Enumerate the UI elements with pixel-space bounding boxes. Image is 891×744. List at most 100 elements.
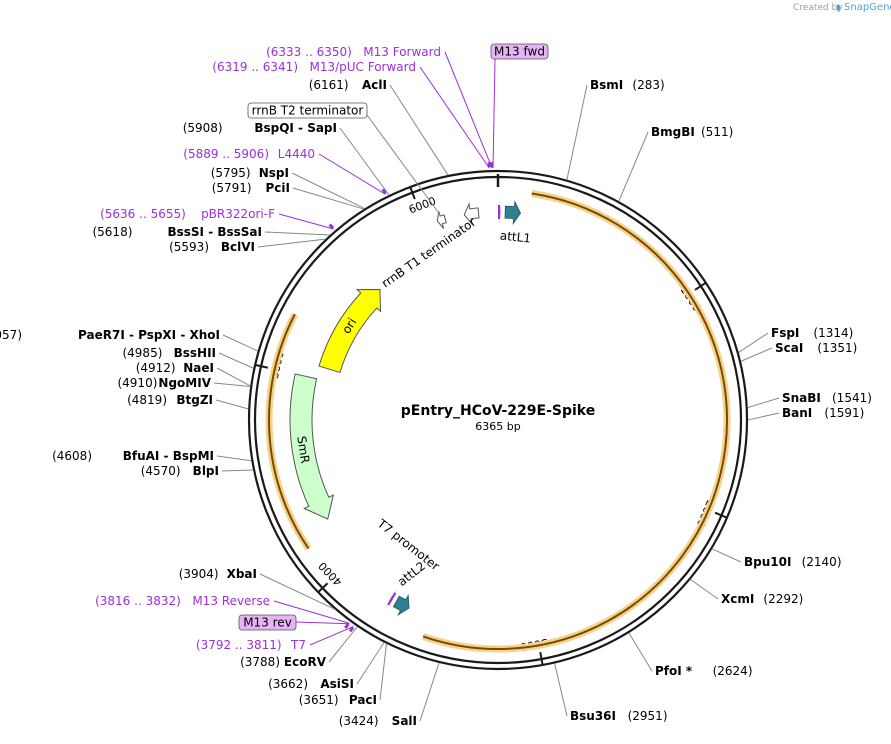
enzyme-leader	[218, 352, 254, 369]
rrnb-t2-box[interactable]	[247, 102, 368, 119]
enzyme-site: (3651)	[299, 693, 339, 707]
primer-range: (5889 .. 5906)	[183, 147, 269, 161]
attl1-label: attL1	[499, 228, 531, 245]
plasmid-size: 6365 bp	[475, 420, 520, 433]
tick-label: 4000	[316, 559, 345, 588]
enzyme-site: (5791)	[212, 181, 252, 195]
enzyme-name[interactable]: PciI	[266, 181, 291, 195]
tick-mark	[254, 363, 269, 369]
enzyme-site: (4819)	[127, 393, 167, 407]
enzyme-leader	[216, 367, 251, 387]
primer-name[interactable]: M13 Forward	[363, 45, 441, 59]
enzyme-name[interactable]: NspI	[259, 166, 289, 180]
primer-site-mark	[348, 626, 355, 633]
enzyme-site: (3424)	[339, 714, 379, 728]
enzyme-leader	[389, 84, 449, 176]
enzyme-name[interactable]: BanI	[782, 406, 812, 420]
primer-range: (3792 .. 3811)	[196, 638, 282, 652]
enzyme-site: (2624)	[713, 664, 753, 678]
primer-name[interactable]: T7	[290, 638, 306, 652]
enzyme-leader	[618, 131, 649, 202]
tick-mark	[409, 186, 416, 200]
enzyme-name[interactable]: BfuAI - BspMI	[123, 449, 214, 463]
enzyme-leader	[419, 662, 440, 722]
enzyme-name[interactable]: AsiSI	[320, 677, 354, 691]
enzyme-leader	[213, 382, 251, 387]
enzyme-name[interactable]: BtgZI	[176, 393, 213, 407]
primer-labels: M13 Forward (6333 .. 6350)M13/pUC Forward…	[95, 45, 441, 652]
enzyme-name[interactable]: XcmI	[721, 592, 754, 606]
primer-site-mark	[344, 623, 350, 629]
m13-fwd-leader	[492, 58, 496, 169]
attl1-primer-mark	[498, 200, 501, 225]
enzyme-leader	[747, 412, 780, 421]
primer-name[interactable]: M13/pUC Forward	[309, 60, 416, 74]
enzyme-site: (5908)	[183, 121, 223, 135]
enzyme-name[interactable]: BssHII	[174, 346, 216, 360]
enzyme-site: (2951)	[628, 709, 668, 723]
enzyme-name[interactable]: NgoMIV	[158, 376, 211, 390]
enzyme-leader	[259, 573, 335, 610]
enzyme-name[interactable]: BspQI - SapI	[254, 121, 337, 135]
enzyme-site: (6161)	[309, 78, 349, 92]
tick-mark	[317, 582, 329, 593]
rrnb-t1-label: rrnB T1 terminator	[379, 215, 479, 291]
m13-rev-leader	[295, 621, 350, 625]
enzyme-leader	[292, 187, 364, 210]
enzyme-name[interactable]: Bpu10I	[744, 555, 791, 569]
primer-name[interactable]: M13 Reverse	[192, 594, 270, 608]
primer-leader	[273, 600, 350, 624]
left-arc	[268, 313, 310, 550]
enzyme-name[interactable]: BmgBI	[651, 125, 695, 139]
primer-leader	[419, 66, 490, 169]
enzyme-name[interactable]: ScaI	[775, 341, 803, 355]
primer-name[interactable]: pBR322ori-F	[201, 207, 275, 221]
enzyme-site: (3788)	[240, 655, 280, 669]
attl2-feature[interactable]	[392, 593, 410, 617]
rrnb-t2-feature[interactable]	[436, 211, 447, 229]
enzyme-leader	[738, 332, 769, 353]
enzyme-name[interactable]: SalI	[392, 714, 417, 728]
primer-leader	[318, 153, 386, 195]
enzyme-site: (5057)	[0, 328, 22, 342]
rrnb-t1-feature[interactable]	[463, 202, 480, 226]
enzyme-name[interactable]: FspI	[771, 326, 799, 340]
enzyme-site: (1351)	[817, 341, 857, 355]
enzyme-leader	[628, 632, 653, 672]
credit-brand: SnapGene	[844, 2, 891, 13]
tick-mark	[714, 511, 728, 519]
enzyme-leader	[222, 334, 258, 352]
enzyme-name[interactable]: PaeR7I - PspXI - XhoI	[78, 328, 220, 342]
enzyme-site: (5795)	[211, 166, 251, 180]
m13-rev-box[interactable]	[238, 614, 297, 631]
snapgene-logo-icon: ◗	[836, 3, 841, 13]
enzyme-leader	[566, 84, 588, 180]
primer-leader	[309, 626, 354, 646]
enzyme-name[interactable]: XbaI	[227, 567, 257, 581]
enzyme-name[interactable]: SnaBI	[782, 391, 821, 405]
m13-fwd-box[interactable]	[490, 43, 549, 60]
enzyme-name[interactable]: BsmI	[590, 78, 623, 92]
enzyme-leader	[215, 399, 249, 410]
enzyme-name[interactable]: EcoRV	[284, 655, 327, 669]
primer-range: (6333 .. 6350)	[266, 45, 352, 59]
enzyme-name[interactable]: BssSI - BssSaI	[167, 225, 262, 239]
enzyme-name[interactable]: Bsu36I	[570, 709, 616, 723]
rrnb-t2-label: rrnB T2 terminator	[252, 104, 364, 118]
enzyme-leader	[257, 238, 326, 248]
enzyme-name[interactable]: PacI	[349, 693, 377, 707]
attl1-feature[interactable]	[504, 200, 522, 225]
ori-feature[interactable]	[318, 288, 382, 374]
enzyme-name[interactable]: PfoI *	[655, 664, 693, 678]
enzyme-site: (2292)	[763, 592, 803, 606]
enzyme-name[interactable]: BclVI	[221, 240, 255, 254]
enzyme-site: (4912)	[136, 361, 176, 375]
enzyme-name[interactable]: AclI	[362, 78, 387, 92]
enzyme-site: (1541)	[832, 391, 872, 405]
enzyme-leader	[291, 172, 365, 209]
smr-feature[interactable]	[289, 373, 335, 520]
enzyme-site: (283)	[632, 78, 664, 92]
primer-name[interactable]: L4440	[278, 147, 315, 161]
enzyme-name[interactable]: NaeI	[183, 361, 214, 375]
enzyme-name[interactable]: BlpI	[193, 464, 219, 478]
